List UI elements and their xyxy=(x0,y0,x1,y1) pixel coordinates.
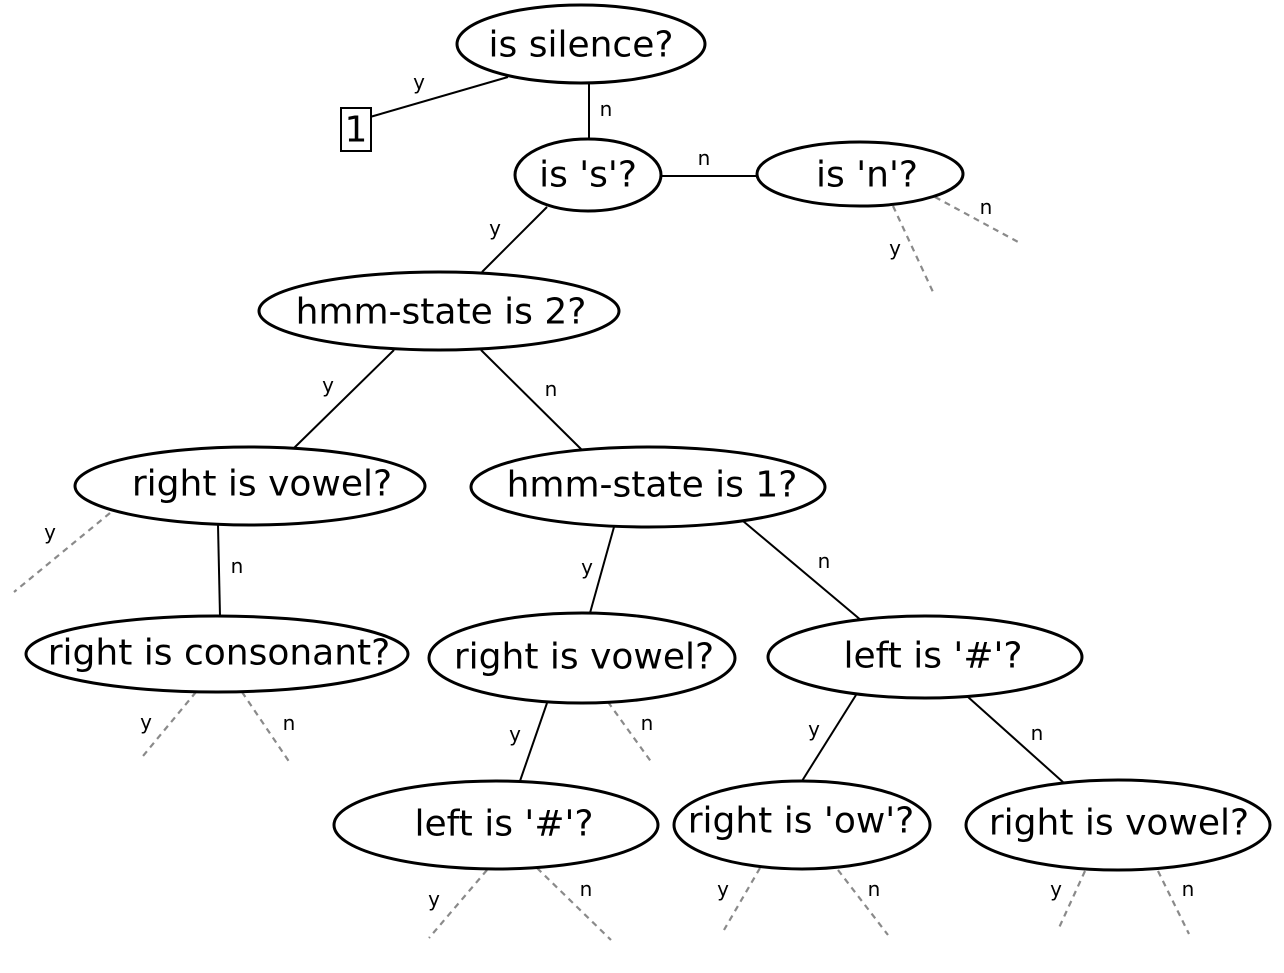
dashed-edge-rv3-y xyxy=(1056,870,1087,931)
dashed-edge-row-n xyxy=(837,869,889,936)
edge-label-y: y xyxy=(44,520,56,544)
node-right-is-consonant-shape xyxy=(24,614,410,694)
dashed-edge-rc-y xyxy=(142,691,197,757)
edge-silence-to-leaf xyxy=(369,76,509,118)
dashed-edges xyxy=(13,196,1190,941)
solid-edges xyxy=(217,76,1065,784)
node-right-is-vowel-3-shape xyxy=(964,778,1272,872)
node-is-s-label: is 's'? xyxy=(539,155,637,196)
edge-is-s-to-hmm2 xyxy=(481,206,548,273)
node-hmm-state-1-shape xyxy=(469,445,827,529)
edge-label-n: n xyxy=(545,377,558,401)
edge-label-y: y xyxy=(428,887,440,911)
edge-hmm2-to-hmm1 xyxy=(480,349,583,451)
edge-label-n: n xyxy=(580,877,593,901)
edge-hmm1-to-left1 xyxy=(742,520,863,622)
edge-label-n: n xyxy=(641,711,654,735)
node-right-is-ow-label: right is 'ow'? xyxy=(688,801,915,842)
leaf-node: 1 xyxy=(340,107,372,152)
edge-label-y: y xyxy=(808,717,820,741)
edge-label-n: n xyxy=(980,195,993,219)
edge-label-n: n xyxy=(1182,877,1195,901)
node-right-is-consonant-label: right is consonant? xyxy=(48,633,391,674)
node-right-is-vowel-1-label: right is vowel? xyxy=(132,464,392,505)
node-left-is-hash-1: left is '#'? xyxy=(766,614,1084,700)
node-hmm-state-1: hmm-state is 1? xyxy=(469,445,827,529)
node-left-is-hash-2-label: left is '#'? xyxy=(414,804,593,845)
edge-rv1-to-rc xyxy=(217,524,221,617)
edge-label-y: y xyxy=(489,216,501,240)
dashed-edge-left2-y xyxy=(428,869,488,939)
dashed-edge-rv3-n xyxy=(1157,870,1190,935)
edge-label-n: n xyxy=(1031,721,1044,745)
leaf-box xyxy=(340,107,372,152)
edge-label-y: y xyxy=(889,236,901,260)
edge-label-y: y xyxy=(717,877,729,901)
edge-label-y: y xyxy=(509,722,521,746)
node-is-silence-shape xyxy=(455,3,707,85)
node-is-s: is 's'? xyxy=(513,137,663,213)
node-is-n: is 'n'? xyxy=(755,140,965,208)
node-hmm-state-2: hmm-state is 2? xyxy=(257,270,621,352)
node-right-is-vowel-2: right is vowel? xyxy=(427,611,737,705)
node-right-is-vowel-3: right is vowel? xyxy=(964,778,1272,872)
node-right-is-ow: right is 'ow'? xyxy=(672,779,932,871)
node-right-is-vowel-2-label: right is vowel? xyxy=(454,637,714,678)
edge-left1-to-row xyxy=(801,694,857,782)
node-right-is-ow-shape xyxy=(672,779,932,871)
dashed-edge-is-n-y xyxy=(892,205,934,293)
dashed-edge-rc-n xyxy=(241,691,291,764)
edge-label-n: n xyxy=(868,877,881,901)
node-is-n-label: is 'n'? xyxy=(816,155,918,196)
node-right-is-vowel-1: right is vowel? xyxy=(73,445,427,527)
edge-label-y: y xyxy=(322,373,334,397)
node-is-silence-label: is silence? xyxy=(489,25,674,66)
dashed-edge-rv1-y xyxy=(13,512,111,593)
edge-label-n: n xyxy=(231,554,244,578)
edge-label-y: y xyxy=(1050,877,1062,901)
leaf-label: 1 xyxy=(345,110,368,151)
node-right-is-vowel-1-shape xyxy=(73,445,427,527)
node-left-is-hash-1-shape xyxy=(766,614,1084,700)
dashed-edge-is-n-n xyxy=(934,196,1021,244)
node-is-s-shape xyxy=(513,137,663,213)
dashed-edge-rv2-n xyxy=(607,701,653,764)
node-hmm-state-2-label: hmm-state is 2? xyxy=(296,292,587,333)
edge-hmm2-to-rv1 xyxy=(293,349,395,449)
edge-label-y: y xyxy=(140,710,152,734)
edge-label-y: y xyxy=(581,555,593,579)
node-right-is-vowel-3-label: right is vowel? xyxy=(989,803,1249,844)
edge-hmm1-to-rv2 xyxy=(589,526,615,614)
node-right-is-consonant: right is consonant? xyxy=(24,614,410,694)
edge-label-n: n xyxy=(698,146,711,170)
node-is-n-shape xyxy=(755,140,965,208)
node-left-is-hash-2: left is '#'? xyxy=(332,779,660,871)
edge-rv2-to-left2 xyxy=(519,702,548,782)
edge-label-n: n xyxy=(600,97,613,121)
node-hmm-state-1-label: hmm-state is 1? xyxy=(507,465,798,506)
node-right-is-vowel-2-shape xyxy=(427,611,737,705)
node-left-is-hash-1-label: left is '#'? xyxy=(843,636,1022,677)
node-left-is-hash-2-shape xyxy=(332,779,660,871)
question-nodes: is silence? is 's'? is 'n'? hmm-state is… xyxy=(24,3,1272,872)
node-is-silence: is silence? xyxy=(455,3,707,85)
node-hmm-state-2-shape xyxy=(257,270,621,352)
dashed-edge-row-y xyxy=(723,867,761,931)
edge-label-n: n xyxy=(818,549,831,573)
edge-label-n: n xyxy=(283,711,296,735)
edge-left1-to-rv3 xyxy=(967,696,1065,784)
dashed-edge-left2-n xyxy=(536,867,612,941)
edge-labels: y n n y n y y n y n n y y n n y y n n y … xyxy=(44,70,1194,911)
edge-label-y: y xyxy=(413,70,425,94)
